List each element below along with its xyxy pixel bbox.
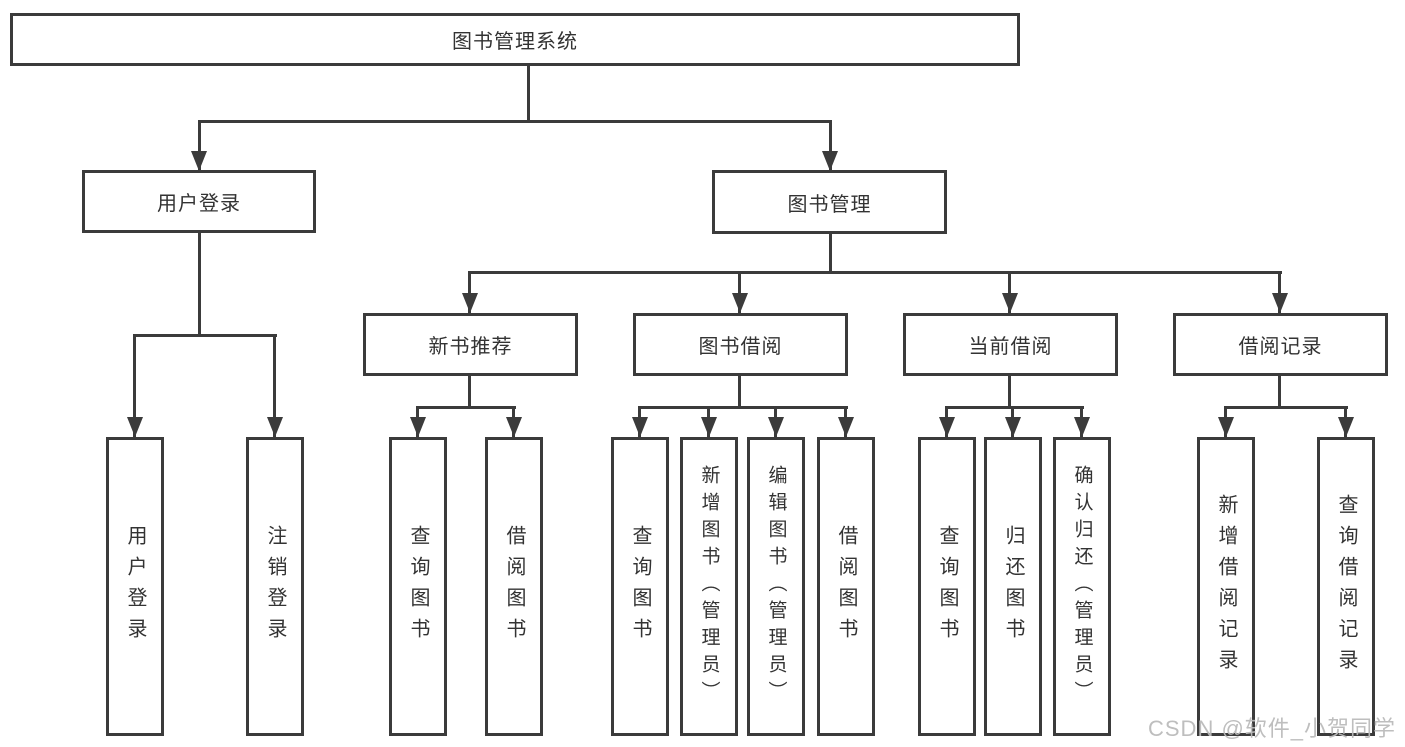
node-label: 借阅图书: [503, 524, 525, 649]
connector-line: [133, 334, 136, 437]
arrow-down-icon: [838, 417, 854, 437]
node-label: 新增图书（管理员）: [698, 465, 720, 708]
connector-line: [198, 120, 832, 123]
leaf-bb-query-books: 查询图书: [611, 437, 669, 736]
connector-line: [198, 233, 201, 337]
node-label: 借阅记录: [1238, 336, 1323, 358]
node-new-book-recommendation: 新书推荐: [363, 313, 578, 376]
node-label: 当前借阅: [968, 336, 1053, 358]
node-borrowing-records: 借阅记录: [1173, 313, 1388, 376]
arrow-down-icon: [768, 417, 784, 437]
connector-line: [738, 271, 741, 313]
arrow-down-icon: [267, 417, 283, 437]
arrow-down-icon: [462, 293, 478, 313]
leaf-cb-confirm-return-admin: 确认归还（管理员）: [1053, 437, 1111, 736]
arrow-down-icon: [410, 417, 426, 437]
node-label: 新书推荐: [428, 336, 513, 358]
connector-line: [1224, 406, 1348, 409]
node-label: 注销登录: [264, 524, 286, 649]
connector-line: [273, 334, 276, 437]
arrow-down-icon: [632, 417, 648, 437]
node-label: 编辑图书（管理员）: [765, 465, 787, 708]
node-library-system: 图书管理系统: [10, 13, 1020, 66]
arrow-down-icon: [191, 151, 207, 171]
leaf-bb-edit-books-admin: 编辑图书（管理员）: [747, 437, 805, 736]
arrow-down-icon: [822, 151, 838, 171]
leaf-bb-borrow-books: 借阅图书: [817, 437, 875, 736]
node-label: 查询图书: [936, 524, 958, 649]
leaf-logout-login: 注销登录: [246, 437, 304, 736]
connector-line: [829, 120, 832, 171]
arrow-down-icon: [939, 417, 955, 437]
connector-line: [638, 406, 848, 409]
leaf-br-query-record: 查询借阅记录: [1317, 437, 1375, 736]
node-label: 用户登录: [157, 193, 241, 215]
arrow-down-icon: [1002, 293, 1018, 313]
leaf-br-add-record: 新增借阅记录: [1197, 437, 1255, 736]
connector-line: [416, 406, 516, 409]
arrow-down-icon: [1074, 417, 1090, 437]
arrow-down-icon: [127, 417, 143, 437]
connector-line: [738, 376, 741, 409]
arrow-down-icon: [1005, 417, 1021, 437]
node-current-borrowing: 当前借阅: [903, 313, 1118, 376]
watermark-text: CSDN @软件_小贺同学: [1148, 716, 1397, 741]
node-label: 借阅图书: [835, 524, 857, 649]
connector-line: [945, 406, 1084, 409]
arrow-down-icon: [1218, 417, 1234, 437]
leaf-cb-return-books: 归还图书: [984, 437, 1042, 736]
connector-line: [1008, 271, 1011, 313]
connector-line: [1278, 376, 1281, 409]
node-user-login: 用户登录: [82, 170, 316, 233]
connector-line: [1008, 376, 1011, 409]
connector-line: [468, 271, 1282, 274]
connector-line: [198, 120, 201, 171]
connector-line: [468, 376, 471, 409]
node-label: 查询图书: [629, 524, 651, 649]
leaf-bb-add-books-admin: 新增图书（管理员）: [680, 437, 738, 736]
leaf-cb-query-books: 查询图书: [918, 437, 976, 736]
connector-line: [527, 66, 530, 123]
leaf-user-login: 用户登录: [106, 437, 164, 736]
node-label: 图书管理: [787, 193, 872, 216]
node-label: 确认归还（管理员）: [1071, 465, 1093, 708]
node-label: 归还图书: [1002, 524, 1024, 649]
arrow-down-icon: [506, 417, 522, 437]
node-book-management: 图书管理: [712, 170, 947, 234]
node-book-borrowing: 图书借阅: [633, 313, 848, 376]
connector-line: [468, 271, 471, 313]
arrow-down-icon: [1272, 293, 1288, 313]
leaf-nb-query-books: 查询图书: [389, 437, 447, 736]
node-label: 查询图书: [407, 524, 429, 649]
connector-line: [1278, 271, 1281, 313]
connector-line: [133, 334, 277, 337]
arrow-down-icon: [1338, 417, 1354, 437]
node-label: 图书管理系统: [452, 31, 578, 53]
connector-line: [829, 233, 832, 274]
arrow-down-icon: [732, 293, 748, 313]
node-label: 用户登录: [124, 524, 146, 649]
leaf-nb-borrow-books: 借阅图书: [485, 437, 543, 736]
node-label: 查询借阅记录: [1335, 493, 1357, 680]
arrow-down-icon: [701, 417, 717, 437]
node-label: 图书借阅: [698, 336, 783, 358]
node-label: 新增借阅记录: [1215, 493, 1237, 680]
